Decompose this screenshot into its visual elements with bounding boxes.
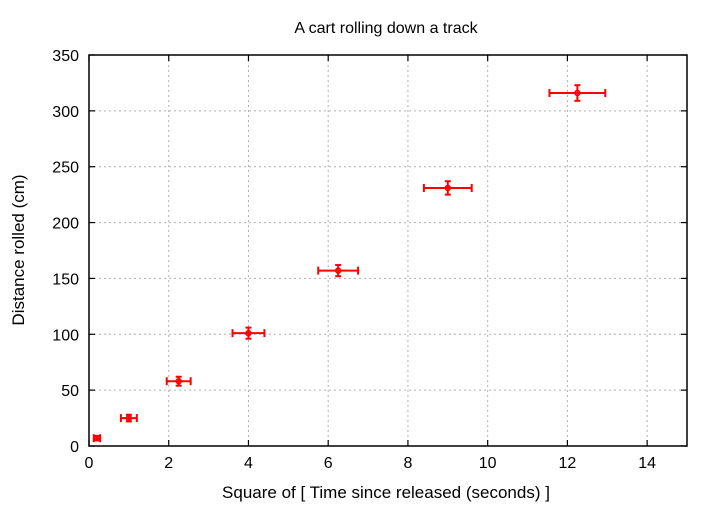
data-point	[92, 434, 102, 443]
x-axis-label: Square of [ Time since released (seconds…	[222, 483, 550, 502]
data-point	[548, 84, 607, 102]
y-axis-label: Distance rolled (cm)	[9, 174, 28, 325]
data-point	[231, 326, 266, 340]
point-marker	[245, 329, 252, 337]
x-tick-label: 8	[403, 455, 412, 472]
y-tick-label: 150	[52, 271, 79, 288]
data-point	[317, 264, 360, 278]
chart-title: A cart rolling down a track	[294, 20, 478, 37]
point-marker	[334, 267, 342, 274]
point-marker	[93, 434, 101, 442]
data-points	[92, 84, 607, 443]
x-tick-label: 0	[85, 455, 94, 472]
x-tick-label: 4	[244, 455, 253, 472]
x-tick-label: 14	[638, 455, 656, 472]
ticks: 0 2 4 6 8 10 12 14 0 50 100 150 200 250 300 350	[52, 48, 687, 472]
y-tick-label: 350	[52, 48, 79, 65]
point-marker	[574, 89, 581, 97]
x-tick-label: 2	[164, 455, 173, 472]
x-tick-label: 12	[559, 455, 577, 472]
y-tick-label: 250	[52, 160, 79, 177]
x-tick-label: 10	[479, 455, 497, 472]
data-point	[119, 413, 138, 423]
point-marker	[444, 184, 452, 192]
y-tick-label: 200	[52, 216, 79, 233]
y-tick-label: 0	[70, 439, 79, 456]
y-tick-label: 100	[52, 327, 79, 344]
plot-frame	[88, 54, 688, 447]
y-tick-label: 50	[61, 383, 79, 400]
y-tick-label: 300	[52, 104, 79, 121]
grid	[89, 55, 687, 446]
x-tick-label: 6	[324, 455, 333, 472]
point-marker	[175, 377, 182, 385]
data-point	[165, 375, 192, 387]
point-marker	[125, 414, 133, 422]
data-point	[422, 180, 473, 196]
